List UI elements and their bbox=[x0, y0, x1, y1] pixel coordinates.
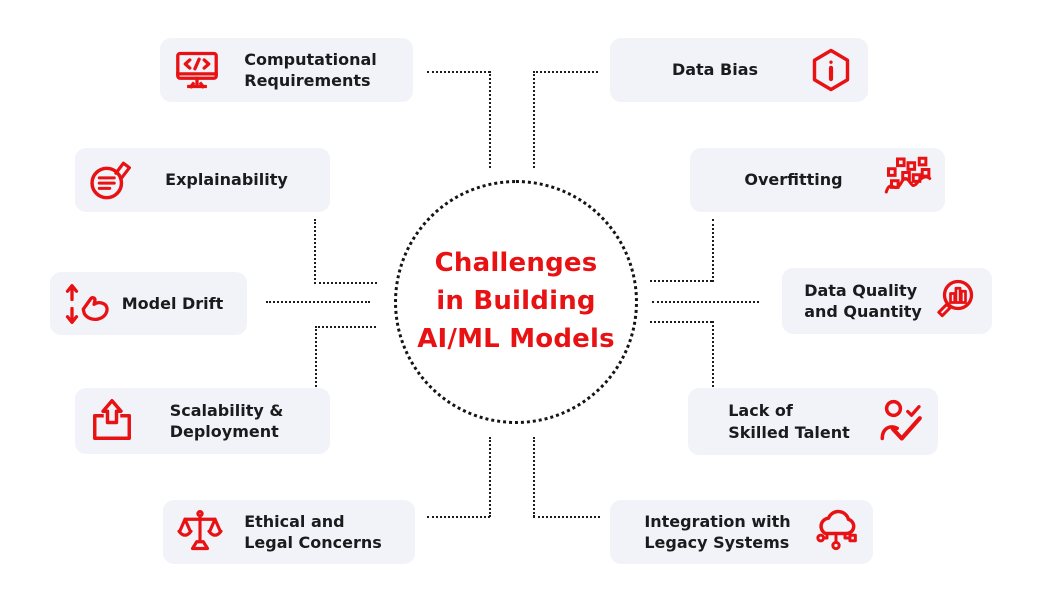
card-label: Model Drift bbox=[121, 293, 224, 313]
connector-bottom-right-h bbox=[533, 516, 600, 518]
card-overfitting: Overfitting bbox=[690, 148, 945, 212]
connector-left-upper-v bbox=[314, 219, 316, 284]
card-explainability: Explainability bbox=[75, 148, 330, 212]
cloud-network-icon bbox=[812, 508, 860, 556]
title-line: in Building bbox=[436, 286, 596, 317]
card-integration-legacy-systems: Integration with Legacy Systems bbox=[610, 500, 873, 564]
card-scalability-deployment: Scalability & Deployment bbox=[75, 388, 330, 454]
card-model-drift: Model Drift bbox=[50, 272, 247, 335]
connector-left-lower-v bbox=[315, 326, 317, 387]
upload-box-icon bbox=[88, 397, 136, 445]
card-label: Lack of Skilled Talent bbox=[728, 401, 850, 442]
card-label: Explainability bbox=[165, 170, 288, 190]
title-line: Challenges bbox=[434, 248, 598, 279]
connector-left-lower-h bbox=[315, 326, 376, 328]
card-data-bias: Data Bias bbox=[610, 38, 868, 102]
card-label: Computational Requirements bbox=[244, 49, 377, 90]
card-label: Overfitting bbox=[744, 170, 843, 190]
connector-bottom-right-v bbox=[533, 437, 535, 517]
connector-top-left-v bbox=[489, 71, 491, 168]
center-circle: Challenges in Building AI/ML Models bbox=[394, 180, 638, 424]
card-computational-requirements: Computational Requirements bbox=[160, 38, 413, 102]
card-lack-skilled-talent: Lack of Skilled Talent bbox=[688, 388, 938, 455]
card-ethical-legal-concerns: Ethical and Legal Concerns bbox=[163, 500, 415, 564]
person-check-icon bbox=[877, 398, 925, 446]
info-hexagon-icon bbox=[807, 46, 855, 94]
scatter-wave-icon bbox=[884, 156, 932, 204]
annotate-circle-icon bbox=[88, 156, 136, 204]
card-label: Data Bias bbox=[671, 60, 759, 80]
connector-bottom-left-v bbox=[489, 437, 491, 517]
card-label: Scalability & Deployment bbox=[169, 400, 284, 441]
title-line: AI/ML Models bbox=[417, 323, 615, 354]
connector-left-upper-h bbox=[314, 282, 377, 284]
connector-bottom-left-h bbox=[427, 516, 490, 518]
connector-top-right-h bbox=[533, 71, 598, 73]
monitor-code-icon bbox=[173, 46, 221, 94]
connector-right-upper-h bbox=[650, 280, 712, 282]
connector-right-mid-h bbox=[652, 301, 759, 303]
card-label: Data Quality and Quantity bbox=[804, 280, 922, 321]
diagram-title: Challenges in Building AI/ML Models bbox=[417, 245, 615, 358]
magnifier-bars-icon bbox=[931, 277, 979, 325]
connector-left-mid-h bbox=[266, 301, 370, 303]
drift-hand-arrows-icon bbox=[63, 280, 111, 328]
card-data-quality-quantity: Data Quality and Quantity bbox=[782, 268, 992, 334]
connector-right-lower-v bbox=[712, 321, 714, 387]
justice-scales-icon bbox=[176, 508, 224, 556]
connector-top-right-v bbox=[533, 71, 535, 168]
card-label: Integration with Legacy Systems bbox=[644, 511, 791, 552]
connector-right-lower-h bbox=[650, 321, 712, 323]
connector-right-upper-v bbox=[712, 219, 714, 282]
connector-top-left-h bbox=[427, 71, 490, 73]
card-label: Ethical and Legal Concerns bbox=[244, 511, 382, 552]
